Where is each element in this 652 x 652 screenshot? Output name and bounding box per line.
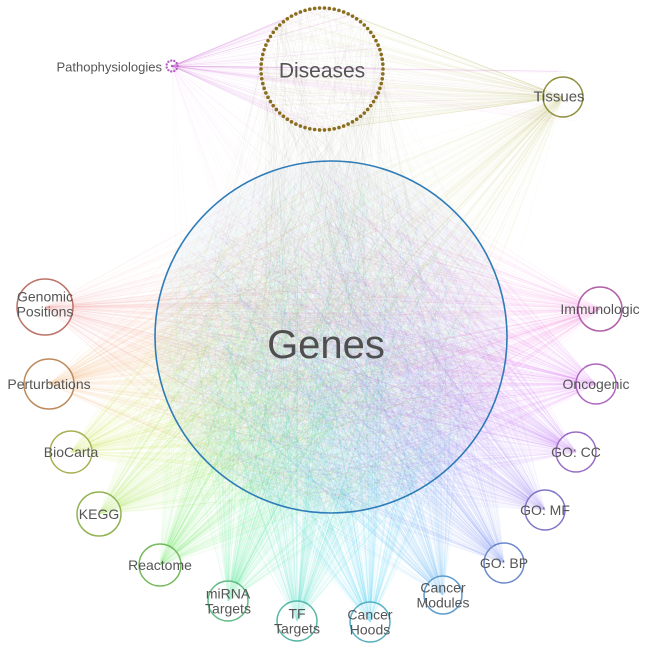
genes-circle[interactable] <box>154 160 508 514</box>
go-mf-edges <box>161 188 546 511</box>
pathophysiologies-genes-edges <box>171 65 484 493</box>
mirna-targets-circle[interactable] <box>207 580 249 622</box>
oncogenic-circle[interactable] <box>575 363 617 405</box>
diseases-node[interactable] <box>259 6 385 132</box>
kegg-circle[interactable] <box>76 491 122 537</box>
go-cc-label: GO: CC <box>551 444 601 460</box>
cancer-hoods-circle[interactable] <box>349 601 391 643</box>
go-bp-circle[interactable] <box>483 542 525 584</box>
tf-targets-circle[interactable] <box>276 600 318 642</box>
tissues-diseases-edges <box>260 7 564 131</box>
diseases-label: Diseases <box>279 59 365 82</box>
go-bp-edges <box>161 174 505 564</box>
go-bp-label: GO: BP <box>480 555 528 571</box>
mirna-targets-edges <box>165 168 479 602</box>
pathophysiologies-node[interactable] <box>165 59 179 73</box>
go-cc-edges <box>170 167 577 502</box>
immunologic-circle[interactable] <box>577 286 623 332</box>
immunologic-label: Immunologic <box>560 301 639 317</box>
tissues-circle[interactable] <box>542 76 584 118</box>
genes-fill <box>155 161 507 513</box>
tissues-label: Tissues <box>533 88 584 105</box>
diseases-edges <box>165 7 498 503</box>
genes-label: Genes <box>267 323 385 367</box>
cancer-modules-edges <box>174 167 475 596</box>
biocarta-label: BioCarta <box>44 444 99 460</box>
immunologic-edges <box>162 168 601 508</box>
kegg-edges <box>98 172 499 515</box>
genomic-positions-edges <box>44 177 497 504</box>
tf-targets-edges <box>164 173 494 622</box>
kegg-label: KEGG <box>79 506 119 522</box>
pathophysiologies-tissues-edges <box>171 65 589 124</box>
perturbations-circle[interactable] <box>23 358 75 410</box>
cancer-hoods-edges <box>172 180 500 623</box>
perturbations-label: Perturbations <box>7 376 90 392</box>
genomic-positions-circle[interactable] <box>16 278 74 336</box>
biocarta-circle[interactable] <box>49 430 93 474</box>
pathophysiologies-diseases-edges <box>171 7 384 131</box>
cancer-modules-circle[interactable] <box>423 575 463 615</box>
go-mf-circle[interactable] <box>524 489 566 531</box>
go-mf-label: GO: MF <box>520 502 570 518</box>
reactome-label: Reactome <box>128 557 192 573</box>
reactome-circle[interactable] <box>138 543 182 587</box>
tissues-edges <box>177 96 564 494</box>
biocarta-edges <box>70 169 502 504</box>
pathophysiologies-label: Pathophysiologies <box>56 60 162 75</box>
oncogenic-label: Oncogenic <box>563 376 630 392</box>
reactome-edges <box>159 168 488 566</box>
go-cc-circle[interactable] <box>555 431 597 473</box>
